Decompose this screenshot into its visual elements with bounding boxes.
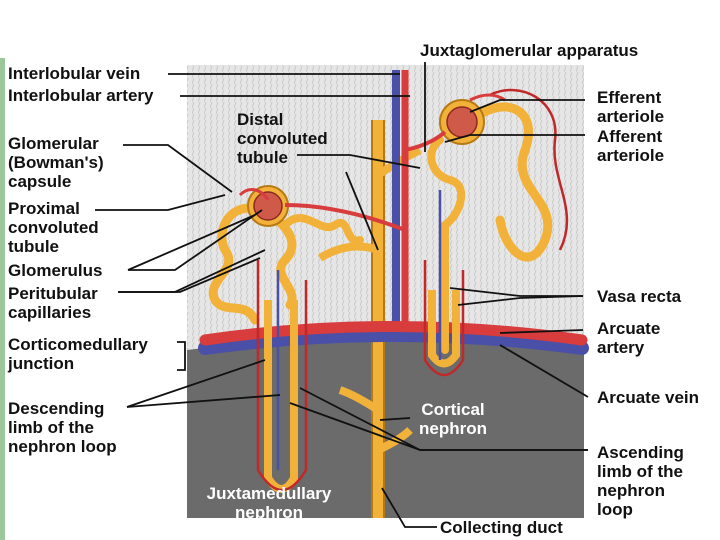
label-cortical-nephron: Cortical nephron (410, 400, 496, 438)
label-collecting-duct: Collecting duct (440, 518, 563, 537)
label-arcuate-artery: Arcuate artery (597, 319, 660, 357)
label-descending-limb: Descending limb of the nephron loop (8, 399, 117, 456)
label-afferent-arteriole: Afferent arteriole (597, 127, 664, 165)
label-efferent-arteriole: Efferent arteriole (597, 88, 664, 126)
label-corticomedullary-junction: Corticomedullary junction (8, 335, 148, 373)
label-glomerulus: Glomerulus (8, 261, 102, 280)
label-arcuate-vein: Arcuate vein (597, 388, 699, 407)
label-interlobular-vein: Interlobular vein (8, 64, 140, 83)
label-vasa-recta: Vasa recta (597, 287, 681, 306)
label-ascending-limb: Ascending limb of the nephron loop (597, 443, 684, 519)
label-distal-convoluted-tubule: Distal convoluted tubule (237, 110, 328, 167)
label-glomerular-capsule: Glomerular (Bowman's) capsule (8, 134, 104, 191)
label-proximal-convoluted-tubule: Proximal convoluted tubule (8, 199, 99, 256)
label-interlobular-artery: Interlobular artery (8, 86, 154, 105)
label-juxtamedullary-nephron: Juxtamedullary nephron (193, 484, 345, 522)
label-juxtaglomerular-apparatus: Juxtaglomerular apparatus (420, 41, 638, 60)
label-peritubular-capillaries: Peritubular capillaries (8, 284, 98, 322)
